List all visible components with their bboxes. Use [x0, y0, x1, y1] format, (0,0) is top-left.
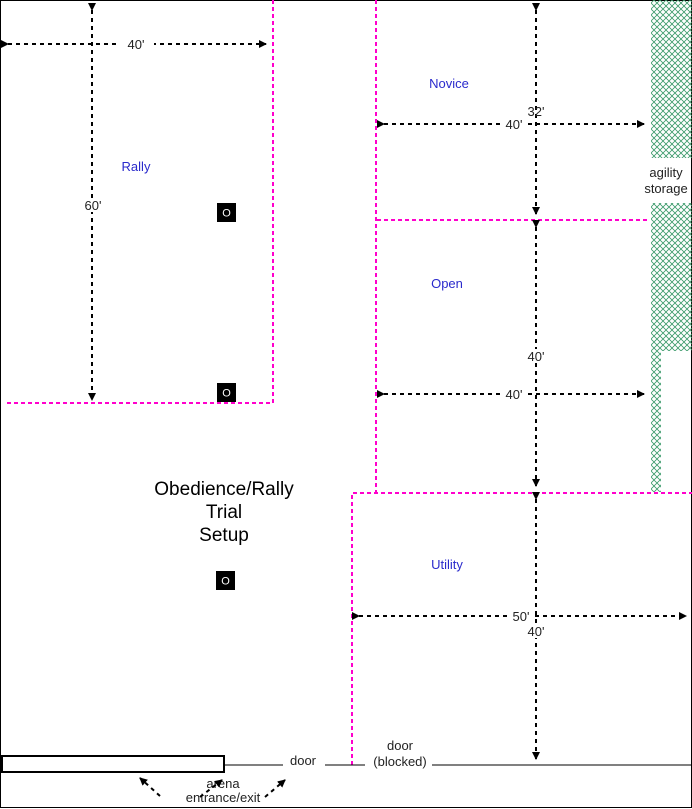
diagram-title: Trial — [206, 502, 242, 523]
utility-ring-label: Utility — [431, 557, 463, 572]
rally-width-label: 40' — [128, 37, 145, 52]
arena-entrance — [1, 755, 225, 773]
novice-length-label: 32' — [528, 104, 545, 119]
marker-label: O — [222, 388, 231, 400]
door-arrow — [264, 779, 286, 798]
marker-label: O — [222, 208, 231, 220]
novice-ring-label: Novice — [429, 76, 469, 91]
marker — [217, 203, 236, 222]
dimension-arrows — [1, 3, 687, 760]
entrance-arrow — [139, 777, 161, 797]
door-blocked-label: door — [387, 738, 414, 753]
diagram-title: Obedience/Rally — [154, 479, 294, 500]
marker-label: O — [221, 576, 230, 588]
utility-width-label: 50' — [513, 609, 530, 624]
utility-ring-border — [351, 492, 692, 765]
rally-length-label: 60' — [85, 198, 102, 213]
arena-entrance-label: entrance/exit — [186, 790, 261, 805]
diagram-title: Setup — [199, 525, 249, 546]
open-length-label: 40' — [528, 349, 545, 364]
marker — [216, 571, 235, 590]
utility-length-label: 40' — [528, 624, 545, 639]
agility-storage-label: agility — [649, 165, 683, 180]
agility-storage-area — [651, 0, 692, 492]
marker — [217, 383, 236, 402]
rally-ring-border — [5, 0, 274, 404]
agility-storage-label: storage — [644, 181, 687, 196]
open-width-label: 40' — [506, 387, 523, 402]
novice-width-label: 40' — [506, 117, 523, 132]
open-ring-label: Open — [431, 276, 463, 291]
arena-entrance-label: arena — [206, 776, 240, 791]
door-label: door — [290, 753, 317, 768]
rally-ring-label: Rally — [122, 159, 151, 174]
door-blocked-label: (blocked) — [373, 754, 426, 769]
